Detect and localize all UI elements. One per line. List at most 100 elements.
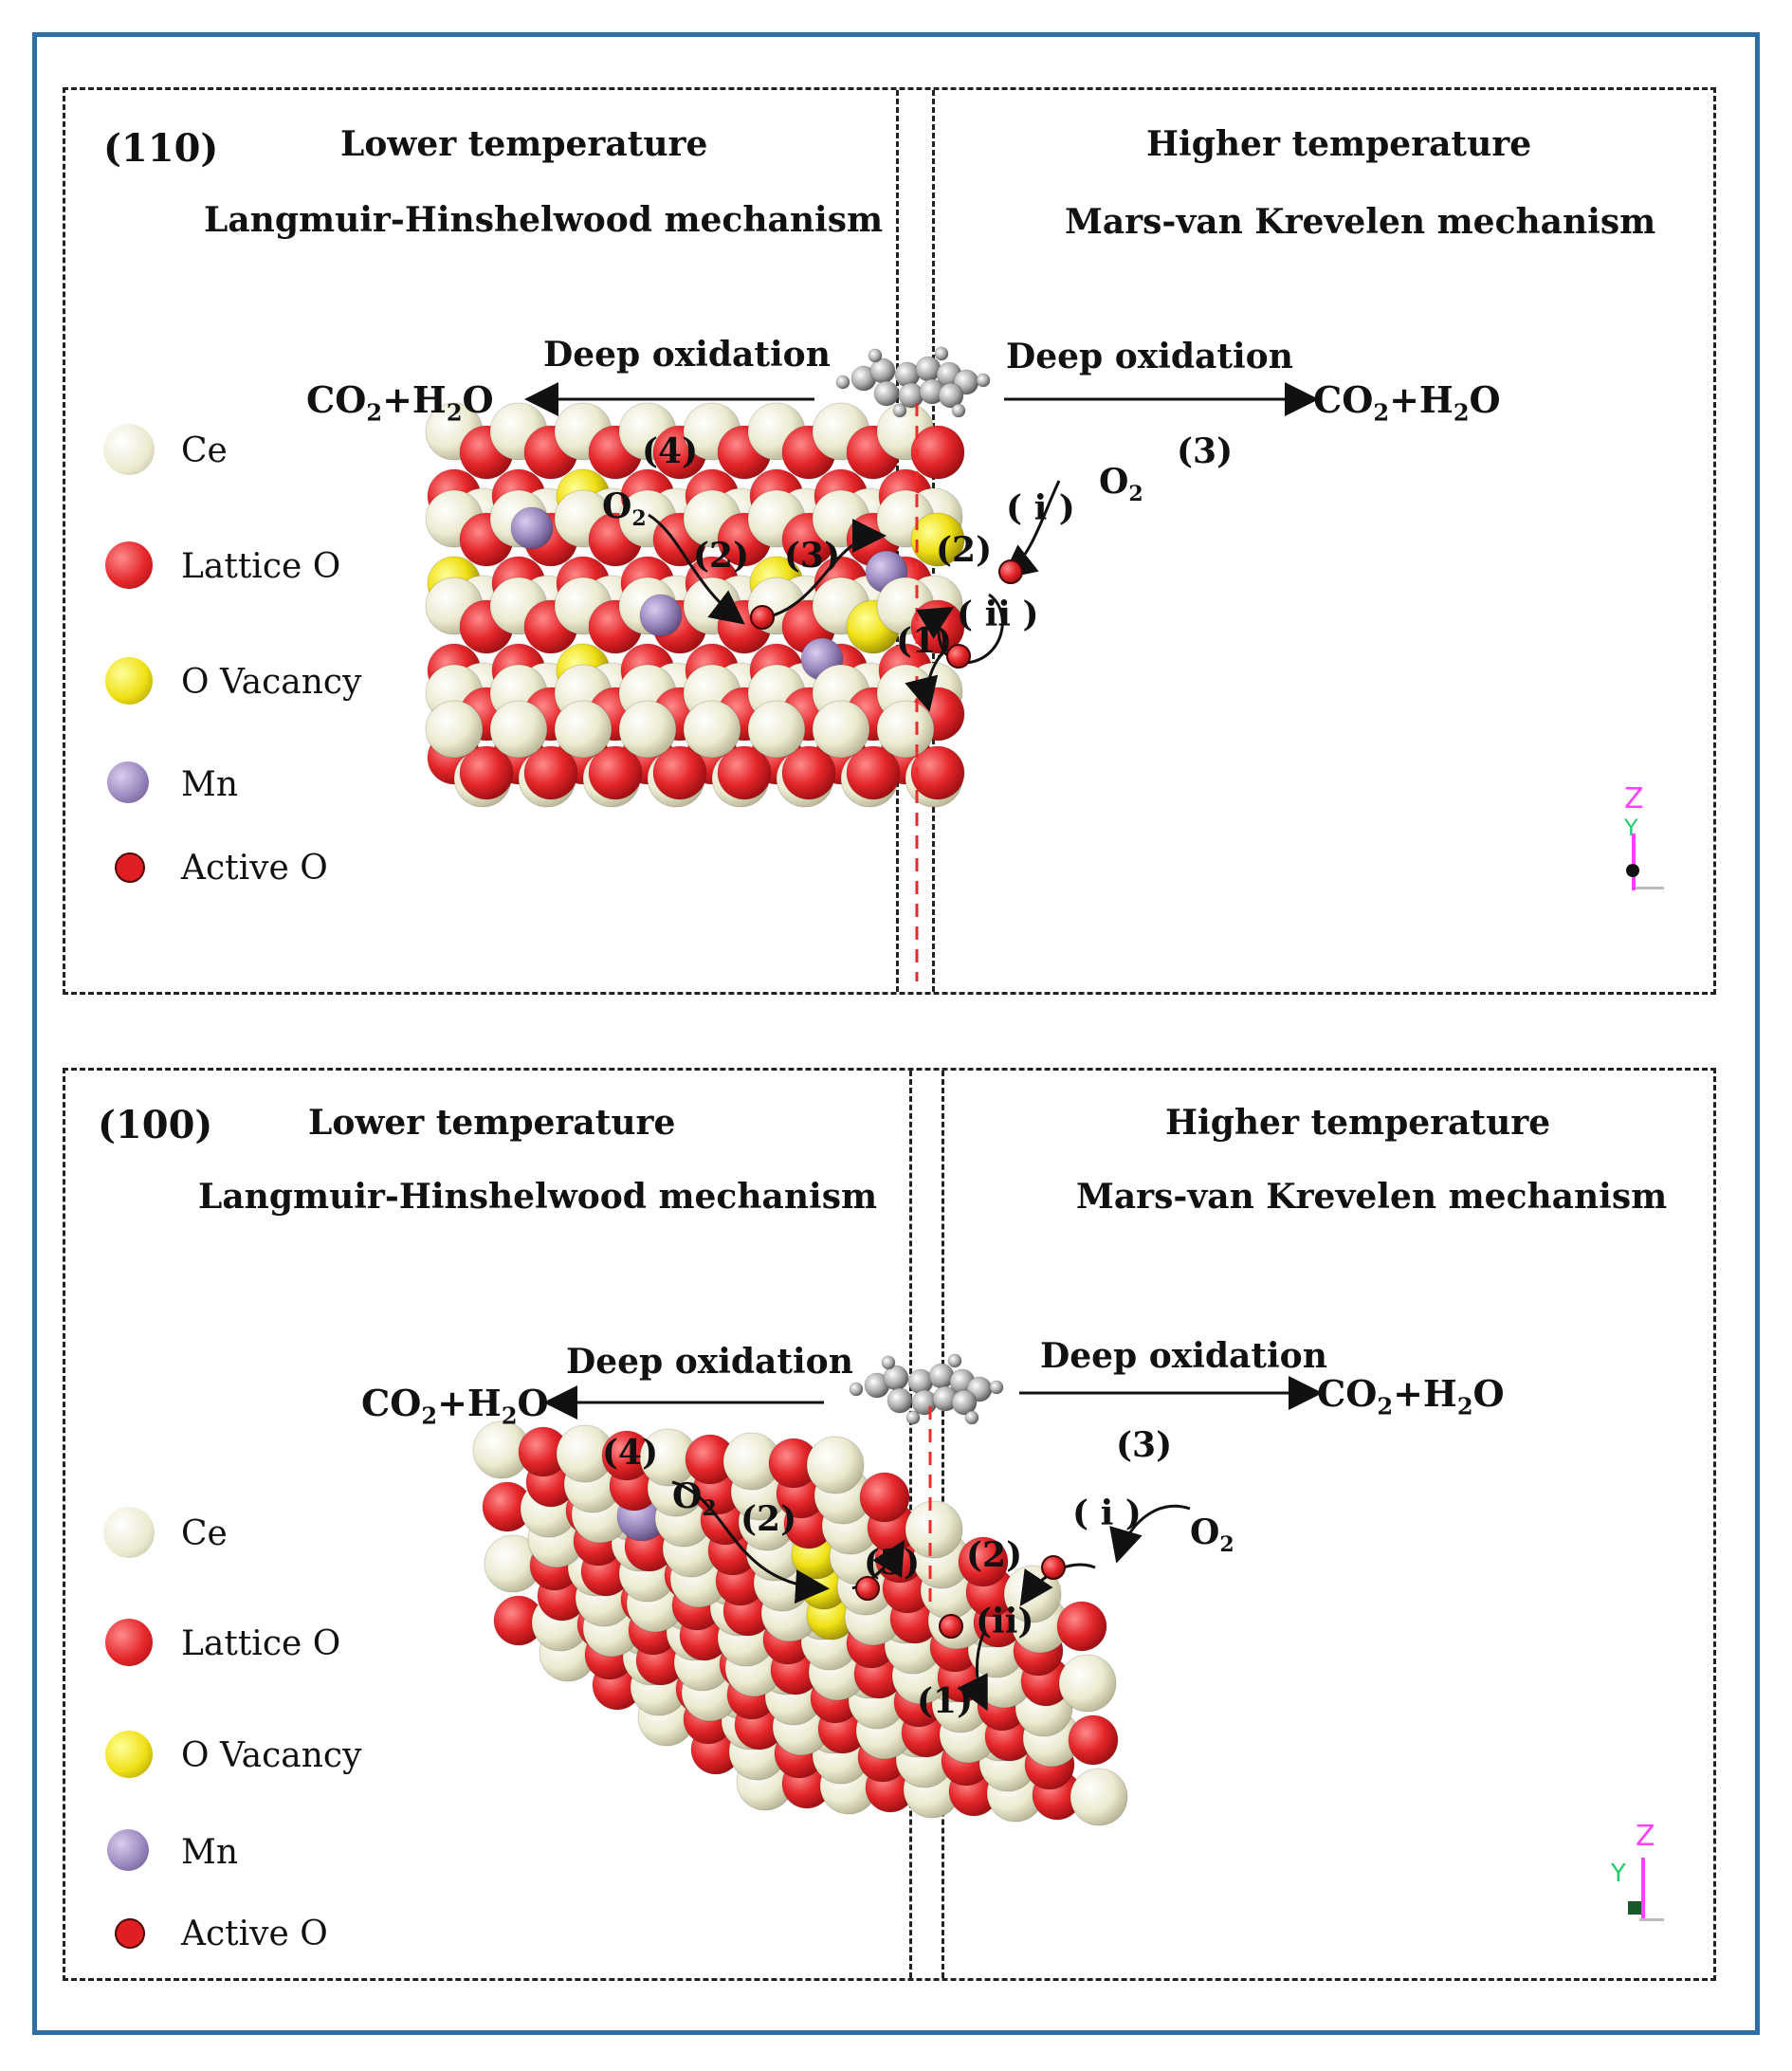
o2-adsorption-arrow [648, 513, 745, 625]
left-product: CO2+H2O [361, 1382, 549, 1430]
lattice-o-atom [523, 745, 578, 800]
right-temperature-title: Higher temperature [1146, 124, 1532, 164]
ce-atom [812, 700, 870, 759]
ce-atom [1070, 1768, 1128, 1826]
ce-atom [747, 700, 806, 759]
left-mechanism-title: Langmuir-Hinshelwood mechanism [204, 200, 884, 240]
hydrogen-atom [976, 373, 991, 388]
z-axis-label: Z [1636, 1820, 1655, 1853]
o-vacancy-icon [105, 1731, 153, 1778]
active-o-atom [1041, 1555, 1066, 1580]
step-2-label: (2) [741, 1499, 797, 1539]
hydrogen-atom [964, 1410, 979, 1425]
lattice-o-atom [1056, 1601, 1107, 1652]
ce-atom [618, 700, 677, 759]
legend-item-active-o: Active O [103, 841, 388, 898]
legend-item-ce: Ce [103, 424, 388, 481]
hydrogen-atom [868, 348, 883, 363]
lattice-o-atom [910, 745, 965, 800]
step-i-label: ( i ) [1006, 488, 1075, 528]
ce-icon [103, 424, 155, 475]
right-product: CO2+H2O [1317, 1372, 1505, 1420]
o-vacancy-atom [910, 512, 965, 567]
left-temperature-title: Lower temperature [308, 1103, 676, 1143]
hydrogen-atom [849, 1382, 864, 1397]
step-1-label: (1) [917, 1681, 974, 1721]
ce-atom [425, 700, 484, 759]
figure-frame [32, 32, 1760, 2035]
hydrogen-atom [835, 375, 850, 390]
facet-label: (100) [98, 1103, 213, 1147]
lattice-o-atom [652, 745, 707, 800]
lattice-o-atom [910, 425, 965, 480]
active-o-atom [855, 1576, 880, 1601]
right-oxidation-label: Deep oxidation [1006, 337, 1293, 376]
mn-atom [510, 506, 554, 550]
legend-item-lattice-o: Lattice O [103, 540, 388, 596]
toluene-molecule [849, 1353, 1004, 1425]
active-o-icon [115, 852, 145, 883]
active-o-atom [939, 1614, 963, 1639]
right-step-label: (3) [1116, 1425, 1173, 1465]
carbon-atom [951, 1389, 978, 1416]
x-axis-arrow [1639, 1918, 1664, 1921]
right-product: CO2+H2O [1313, 378, 1501, 427]
left-step-label: (4) [642, 431, 699, 471]
lattice-o-atom [958, 1536, 1009, 1587]
o2-right-label: O2 [1099, 462, 1143, 507]
step-3-label: (3) [864, 1543, 921, 1583]
lattice-o-icon [105, 1619, 153, 1666]
axis-indicator: Z Y [1620, 782, 1668, 896]
legend-item-active-o: Active O [103, 1907, 388, 1964]
active-o-atom [946, 644, 971, 669]
panel-110: (110) Lower temperature Langmuir-Hinshel… [63, 87, 1716, 995]
legend-item-mn: Mn [103, 758, 388, 815]
step-1-arrow [905, 648, 948, 712]
active-o-atom [750, 605, 775, 630]
ce-atom [905, 1500, 963, 1559]
step-ii-label: (ii) [976, 1602, 1034, 1641]
legend-item-mn: Mn [103, 1825, 388, 1882]
hydrogen-atom [892, 403, 907, 418]
step-2-right-label: (2) [966, 1535, 1023, 1575]
lattice-o-atom [846, 745, 901, 800]
lattice-o-icon [105, 541, 153, 589]
step-i-label: ( i ) [1072, 1494, 1142, 1533]
ce-icon [103, 1507, 155, 1558]
ce-atom [876, 700, 935, 759]
o2-label: O2 [672, 1476, 717, 1522]
step-1-label: (1) [896, 621, 953, 661]
left-oxidation-label: Deep oxidation [543, 335, 831, 375]
step-2-label: (2) [693, 536, 750, 576]
legend-item-o-vacancy: O Vacancy [103, 1729, 388, 1786]
ceo2-110-slab [425, 402, 965, 808]
o2-refill-arrow [1109, 1504, 1191, 1564]
origin-cube [1628, 1901, 1641, 1915]
surface-110-scene [425, 346, 1319, 981]
active-o-icon [115, 1918, 145, 1949]
lattice-o-atom [588, 745, 643, 800]
right-oxidation-label: Deep oxidation [1040, 1336, 1327, 1376]
left-mechanism-title: Langmuir-Hinshelwood mechanism [198, 1177, 878, 1217]
origin-dot [1626, 864, 1639, 877]
o2-label: O2 [602, 486, 647, 532]
surface-100-scene [472, 1353, 1323, 1826]
hydrogen-atom [905, 1410, 921, 1425]
o2-right-label: O2 [1190, 1512, 1234, 1558]
o2-adsorption-arrow [671, 1480, 830, 1604]
step-3-label: (3) [784, 536, 841, 576]
z-axis-arrow [1641, 1858, 1645, 1918]
hydrogen-atom [989, 1380, 1004, 1395]
o-vacancy-icon [105, 657, 153, 705]
step-2-right-label: (2) [936, 530, 993, 570]
left-oxidation-label: Deep oxidation [566, 1342, 853, 1382]
hydrogen-atom [947, 1353, 962, 1368]
lattice-o-atom [459, 745, 514, 800]
mn-icon [107, 761, 149, 803]
legend-item-lattice-o: Lattice O [103, 1617, 388, 1674]
active-o-atom [998, 559, 1023, 584]
ceo2-100-slab [472, 1420, 1128, 1826]
left-product: CO2+H2O [306, 378, 494, 427]
facet-label: (110) [103, 126, 219, 171]
hydrogen-atom [881, 1355, 896, 1370]
